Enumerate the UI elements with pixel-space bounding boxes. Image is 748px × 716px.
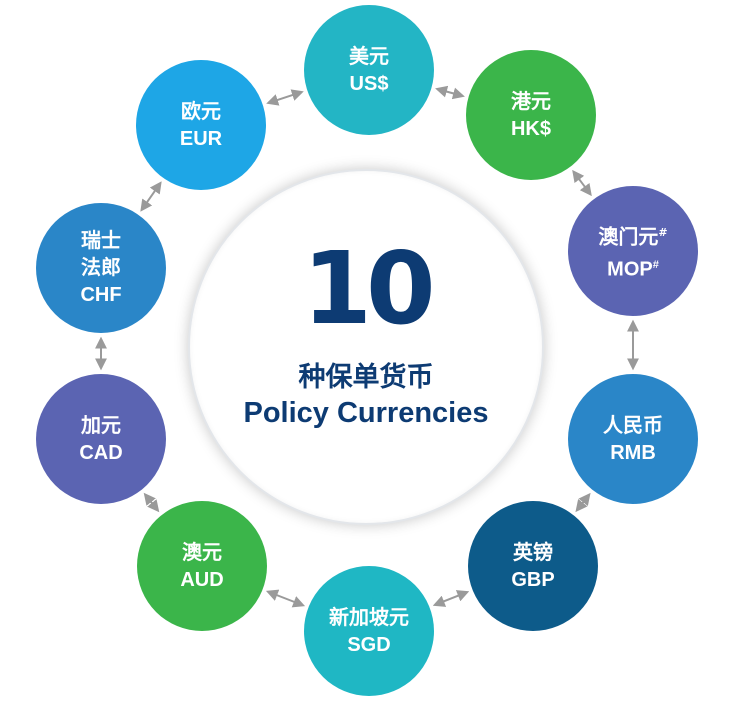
currency-code: AUD [180,568,224,591]
connector-arrow [266,89,304,106]
currency-circle-us: 美元 US$ [304,5,434,135]
currency-name-chinese: 法郎 [81,255,121,279]
subtitle-english: Policy Currencies [243,397,489,429]
currency-name-chinese: 澳门元# [598,224,668,249]
currency-circle-mop: 澳门元# MOP# [568,186,698,316]
footnote-mark: # [652,258,659,271]
currency-name-chinese: 加元 [81,412,121,437]
currency-name-chinese: 美元 [349,43,389,68]
currency-circle-chf: 瑞士法郎 CHF [36,203,166,333]
currency-name-chinese: 新加坡元 [329,604,409,629]
connector-arrow [265,589,306,608]
currency-code: CHF [80,284,122,306]
currency-circle-aud: 澳元 AUD [137,501,267,631]
currency-circle-eur: 欧元 EUR [136,60,266,190]
currency-name-chinese: 澳元 [182,539,222,564]
currency-code: US$ [349,72,389,95]
currency-code: HK$ [510,117,551,140]
connector-arrow [432,590,470,607]
currency-name-chinese: 人民币 [603,412,663,437]
currency-code: EUR [179,127,223,150]
subtitle-chinese: 种保单货币 [298,362,434,393]
connector-arrow [143,492,160,513]
currency-count: 10 [302,230,435,347]
connector-arrow [435,85,465,100]
center-circle: 10 种保单货币 Policy Currencies [188,169,544,525]
currency-circle-cad: 加元 CAD [36,374,166,504]
currency-code: MOP# [607,258,659,281]
currency-circle-gbp: 英镑 GBP [468,501,598,631]
connector-arrow [140,181,162,212]
currency-circle-sgd: 新加坡元 SGD [304,566,434,696]
currency-code: SGD [347,633,391,656]
currency-code: CAD [79,441,123,464]
currency-circle-rmb: 人民币 RMB [568,374,698,504]
currency-name-chinese: 瑞士 [81,228,121,252]
currency-name-chinese: 欧元 [181,98,221,123]
connector-arrow [575,492,591,513]
currency-circle-hk: 港元 HK$ [466,50,596,180]
currency-code: RMB [610,441,656,464]
footnote-mark: # [658,225,668,239]
currency-code: GBP [511,568,555,591]
currency-name-chinese: 港元 [511,88,551,113]
currency-name-chinese: 英镑 [513,539,553,564]
connector-arrow [572,169,592,197]
